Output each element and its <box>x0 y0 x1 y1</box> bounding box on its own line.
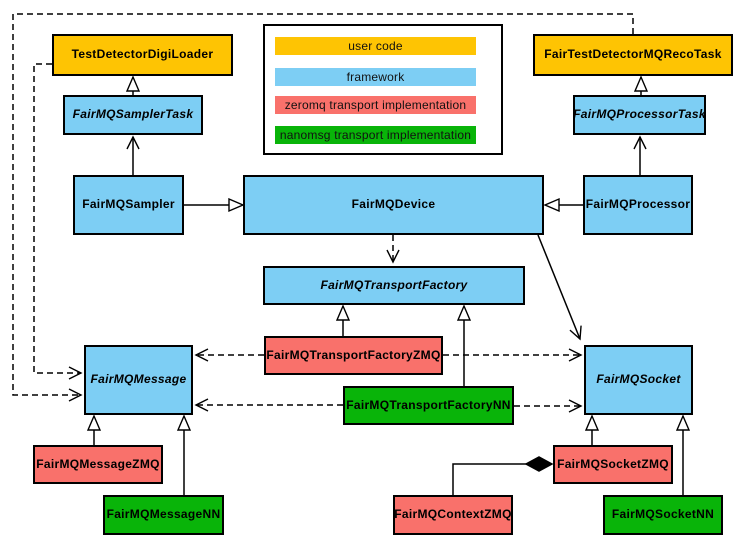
legend-item-user-code: user code <box>275 37 476 55</box>
node-fairmqtransportfactory: FairMQTransportFactory <box>263 266 525 305</box>
node-fairmqcontextzmq: FairMQContextZMQ <box>393 495 513 535</box>
edge-recotask-to-message <box>12 13 634 402</box>
node-fairmqprocessor: FairMQProcessor <box>583 175 693 235</box>
node-fairtestdetectormqrecotask: FairTestDetectorMQRecoTask <box>533 34 733 76</box>
node-testdetectordigiloader: TestDetectorDigiLoader <box>52 34 233 76</box>
node-fairmqtransportfactoryzmq: FairMQTransportFactoryZMQ <box>264 336 443 375</box>
edge-testloader-to-message <box>33 63 83 380</box>
node-fairmqtransportfactorynn: FairMQTransportFactoryNN <box>343 386 514 425</box>
legend-label: nanomsg transport implementation <box>279 128 472 142</box>
node-fairmqmessage: FairMQMessage <box>84 345 193 415</box>
node-fairmqsocketnn: FairMQSocketNN <box>603 495 723 535</box>
node-fairmqsocket: FairMQSocket <box>584 345 693 415</box>
legend-label: zeromq transport implementation <box>284 98 467 112</box>
legend-item-zeromq: zeromq transport implementation <box>275 96 476 114</box>
edge-device-to-socket <box>537 234 582 341</box>
legend: user code framework zeromq transport imp… <box>263 24 503 155</box>
node-fairmqsocketzmq: FairMQSocketZMQ <box>553 445 673 484</box>
node-fairmqsampler: FairMQSampler <box>73 175 184 235</box>
node-fairmqmessagenn: FairMQMessageNN <box>103 495 224 535</box>
node-fairmqsamplertask: FairMQSamplerTask <box>63 95 203 135</box>
legend-item-framework: framework <box>275 68 476 86</box>
edge-socketzmq-owns-contextzmq <box>452 463 527 495</box>
legend-item-nanomsg: nanomsg transport implementation <box>275 126 476 144</box>
node-fairmqmessagezmq: FairMQMessageZMQ <box>33 445 163 484</box>
legend-label: user code <box>348 39 403 53</box>
node-fairmqprocessortask: FairMQProcessorTask <box>573 95 706 135</box>
legend-label: framework <box>346 70 405 84</box>
node-fairmqdevice: FairMQDevice <box>243 175 544 235</box>
composition-diamond <box>524 456 554 472</box>
